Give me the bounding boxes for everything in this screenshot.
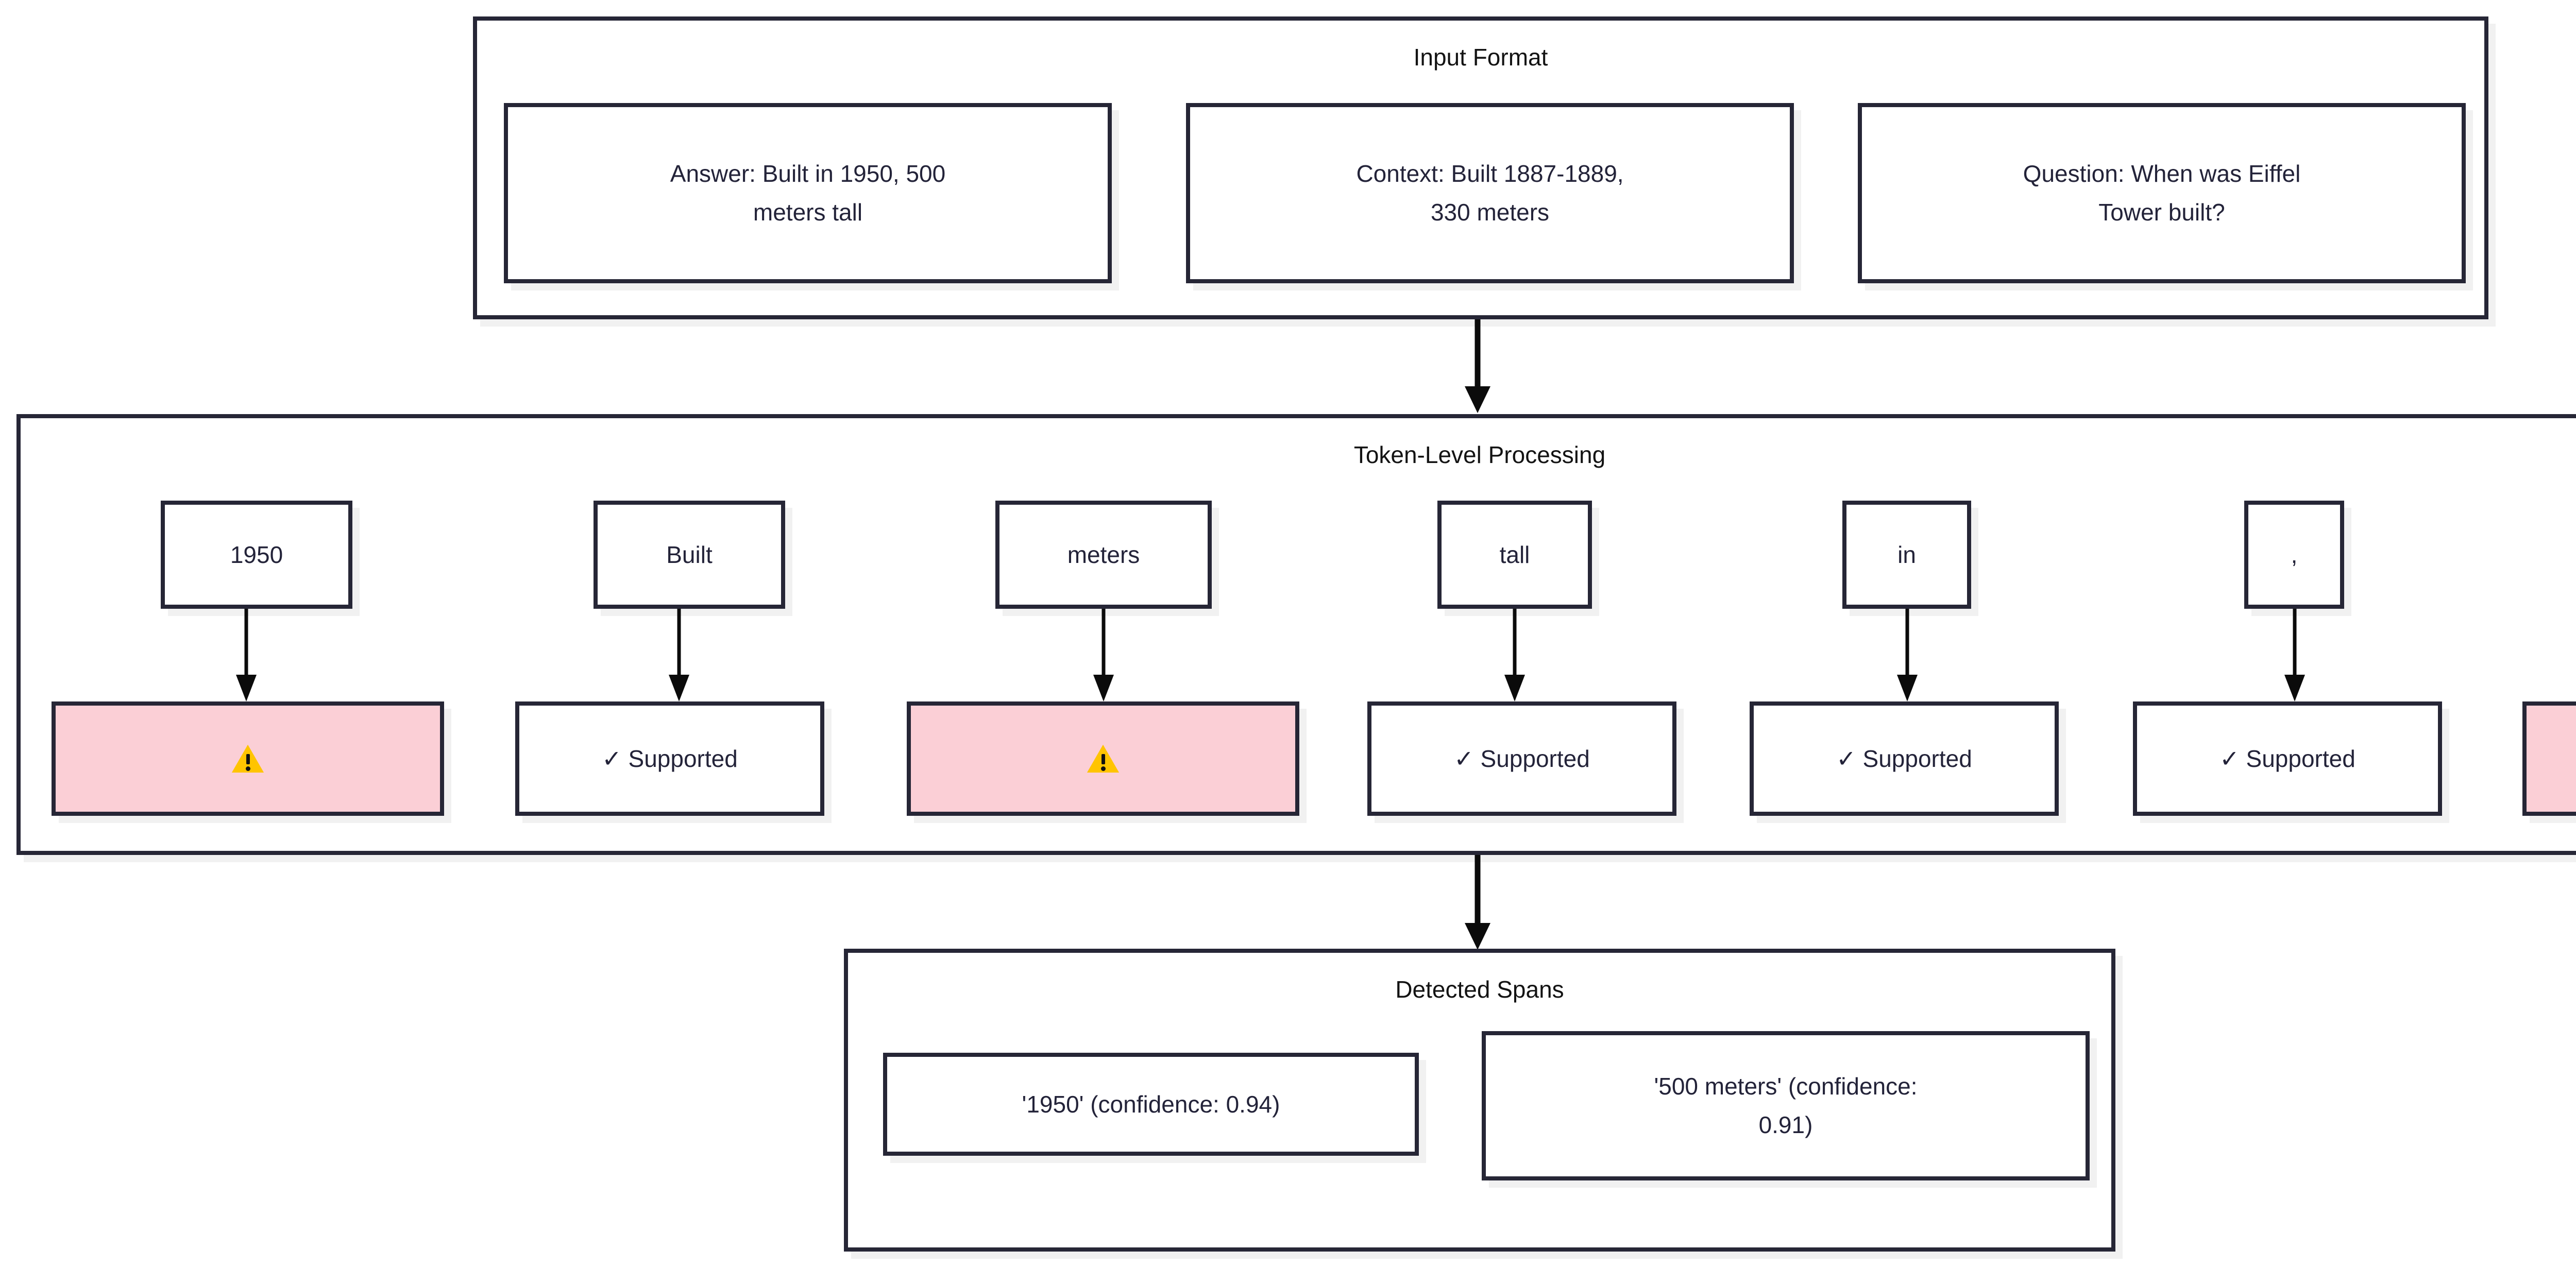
input-box-answer[interactable]: Answer: Built in 1950, 500 meters tall <box>504 103 1112 283</box>
status-box-in-label: ✓ Supported <box>1836 745 1972 772</box>
input-box-question[interactable]: Question: When was Eiffel Tower built? <box>1858 103 2466 283</box>
cluster-input-format-title: Input Format <box>1413 44 1548 71</box>
token-box-meters-label: meters <box>1067 541 1140 568</box>
arrow-tokens-to-spans <box>1465 855 1490 950</box>
token-box-tall[interactable]: tall <box>1437 501 1592 609</box>
token-box-tall-label: tall <box>1499 541 1530 568</box>
status-box-built-label: ✓ Supported <box>602 745 738 772</box>
arrow-token-meters-to-status <box>1093 609 1114 701</box>
warning-icon <box>1087 743 1119 775</box>
status-box-comma-supported[interactable]: ✓ Supported <box>2133 701 2442 816</box>
arrow-token-tall-to-status <box>1504 609 1525 701</box>
token-box-comma-label: , <box>2291 541 2298 568</box>
token-box-comma[interactable]: , <box>2244 501 2344 609</box>
token-box-meters[interactable]: meters <box>995 501 1212 609</box>
token-box-1950[interactable]: 1950 <box>161 501 352 609</box>
input-box-answer-label: Answer: Built in 1950, 500 meters tall <box>670 160 946 226</box>
arrow-input-to-tokens <box>1465 319 1490 413</box>
token-box-in-label: in <box>1897 541 1916 568</box>
status-box-comma-label: ✓ Supported <box>2219 745 2355 772</box>
span-box-1950-label: '1950' (confidence: 0.94) <box>1022 1090 1280 1118</box>
arrow-token-built-to-status <box>669 609 689 701</box>
status-box-tall-label: ✓ Supported <box>1454 745 1590 772</box>
arrow-token-1950-to-status <box>236 609 257 701</box>
status-box-built-supported[interactable]: ✓ Supported <box>515 701 824 816</box>
span-box-1950[interactable]: '1950' (confidence: 0.94) <box>883 1053 1419 1156</box>
status-box-in-supported[interactable]: ✓ Supported <box>1750 701 2059 816</box>
token-box-1950-label: 1950 <box>230 541 283 568</box>
input-box-context-label: Context: Built 1887-1889, 330 meters <box>1356 160 1624 226</box>
token-box-built[interactable]: Built <box>594 501 785 609</box>
status-box-500-warning[interactable] <box>2522 701 2576 816</box>
input-box-context[interactable]: Context: Built 1887-1889, 330 meters <box>1186 103 1794 283</box>
token-box-in[interactable]: in <box>1842 501 1971 609</box>
cluster-token-processing-title: Token-Level Processing <box>1353 441 1606 468</box>
status-box-1950-warning[interactable] <box>52 701 444 816</box>
token-box-built-label: Built <box>666 541 713 568</box>
input-box-question-label: Question: When was Eiffel Tower built? <box>2023 160 2301 226</box>
arrow-token-comma-to-status <box>2284 609 2305 701</box>
arrow-token-in-to-status <box>1897 609 1918 701</box>
status-box-tall-supported[interactable]: ✓ Supported <box>1367 701 1676 816</box>
cluster-detected-spans-title: Detected Spans <box>1395 976 1564 1003</box>
span-box-500-meters-label: '500 meters' (confidence: 0.91) <box>1654 1073 1918 1138</box>
span-box-500-meters[interactable]: '500 meters' (confidence: 0.91) <box>1482 1031 2090 1180</box>
status-box-meters-warning[interactable] <box>907 701 1299 816</box>
warning-icon <box>232 743 264 775</box>
